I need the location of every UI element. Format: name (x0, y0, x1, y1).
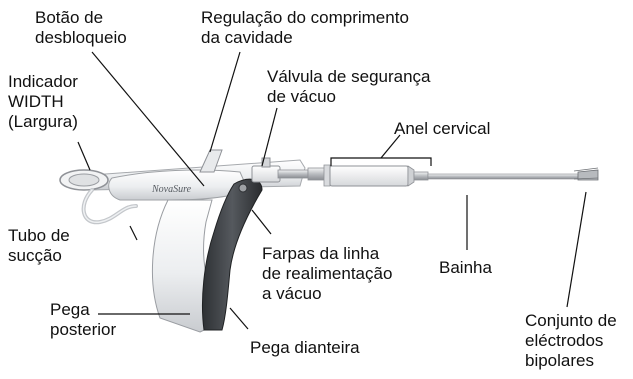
leader-indicador (77, 141, 91, 171)
label-indicador-width: Indicador WIDTH (Largura) (8, 72, 78, 131)
leader-conjunto (566, 191, 587, 308)
label-farpas-linha: Farpas da linha de realimentação a vácuo (262, 244, 393, 303)
label-botao-desbloqueio: Botão de desbloqueio (35, 8, 127, 47)
label-bainha: Bainha (439, 258, 492, 277)
leader-valvula (261, 107, 278, 167)
width-indicator-dial (59, 169, 109, 191)
label-anel-cervical: Anel cervical (394, 119, 491, 138)
cervical-collar (307, 164, 429, 187)
front-grip-pivot (238, 183, 248, 193)
front-grip (201, 178, 263, 331)
brand-logo: NovaSure (151, 184, 192, 195)
leader-pega-dianteira (229, 307, 249, 330)
vacuum-safety-valve (251, 157, 309, 183)
leader-anel (380, 134, 401, 159)
collar-bracket (330, 157, 432, 166)
leader-lines (77, 51, 587, 330)
sheath (427, 173, 579, 180)
cavity-length-slider (199, 149, 223, 173)
leader-farpas (251, 209, 272, 235)
label-valvula-seguranca: Válvula de segurança de vácuo (267, 67, 431, 106)
label-regulacao-cavidade: Regulação do comprimento da cavidade (201, 8, 409, 47)
label-pega-dianteira: Pega dianteira (250, 338, 360, 357)
label-tubo-succao: Tubo de sucção (8, 226, 70, 265)
leader-regulacao (209, 51, 241, 153)
label-conjunto-electrodos: Conjunto de eléctrodos bipolares (525, 311, 617, 370)
leader-tubo (129, 225, 138, 241)
bipolar-electrode-array (573, 167, 599, 181)
leader-botao (91, 51, 205, 187)
label-pega-posterior: Pega posterior (50, 300, 117, 339)
